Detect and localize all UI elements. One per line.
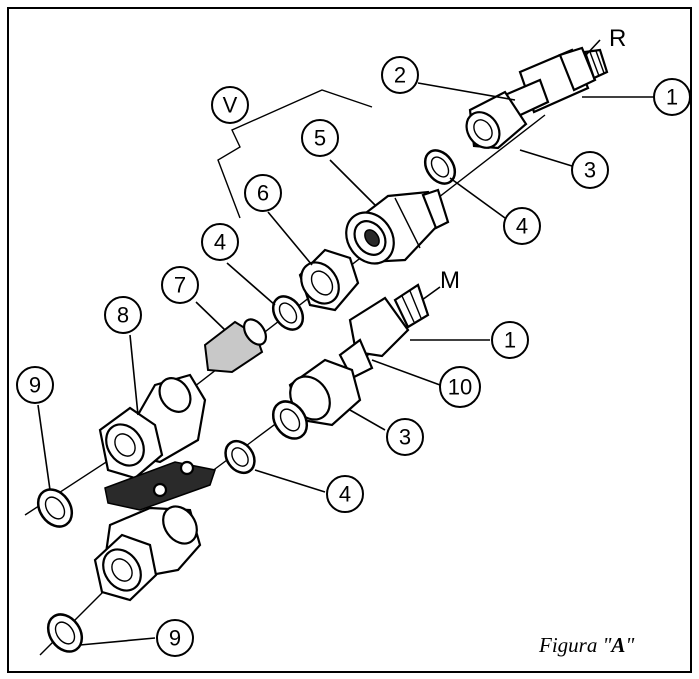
callout-5: 5 [301, 119, 339, 157]
label-v-text: V [223, 93, 238, 118]
upper-washer-4 [423, 149, 457, 185]
upper-nut [465, 90, 528, 150]
callout-10-text: 10 [448, 375, 472, 400]
label-r: R [609, 25, 626, 52]
lower-tee-fitting [93, 505, 202, 602]
callout-4-top: 4 [503, 207, 541, 245]
callout-8-text: 8 [117, 303, 129, 328]
callout-4-low: 4 [326, 475, 364, 513]
callout-9-top: 9 [16, 366, 54, 404]
figure-frame [7, 7, 692, 673]
valve-body-5 [345, 188, 450, 265]
lower-fitting-m [338, 283, 430, 380]
lower-washer-ring [271, 400, 309, 440]
v-group-bracket [217, 89, 373, 219]
tee-fitting-8 [98, 373, 207, 480]
figure-caption: Figura "A" [538, 633, 634, 657]
washer-9-upper [36, 488, 74, 528]
callout-1-top: 1 [653, 78, 691, 116]
callout-1-top-text: 1 [666, 85, 678, 110]
label-m: M [440, 267, 460, 294]
callout-10: 10 [439, 366, 481, 408]
leader-lines [37, 39, 654, 646]
caption-letter: A [609, 633, 625, 657]
callout-4-mid-text: 4 [214, 230, 226, 255]
callout-7: 7 [161, 266, 199, 304]
filter-7 [203, 318, 268, 374]
middle-washer-4 [271, 295, 305, 331]
caption-quote-close: " [625, 633, 634, 657]
callout-2-text: 2 [394, 63, 406, 88]
callout-4-low-text: 4 [339, 482, 351, 507]
callout-1-mid-text: 1 [504, 328, 516, 353]
caption-quote-open: " [603, 633, 612, 657]
middle-nut-6 [298, 248, 360, 312]
mounting-plate [104, 460, 216, 511]
callout-1-mid: 1 [491, 321, 529, 359]
callout-v: V [211, 86, 249, 124]
lower-washer-4 [224, 439, 256, 475]
callout-7-text: 7 [174, 273, 186, 298]
callout-8: 8 [104, 296, 142, 334]
callout-9-low-text: 9 [169, 626, 181, 651]
callout-4-top-text: 4 [516, 214, 528, 239]
callout-6: 6 [244, 174, 282, 212]
callout-9-top-text: 9 [29, 373, 41, 398]
callout-3-mid: 3 [386, 418, 424, 456]
callout-3-mid-text: 3 [399, 425, 411, 450]
upper-fitting-r [503, 46, 609, 120]
callout-5-text: 5 [314, 126, 326, 151]
callout-3-top: 3 [571, 151, 609, 189]
callout-9-low: 9 [156, 619, 194, 657]
callout-3-top-text: 3 [584, 158, 596, 183]
callout-4-mid: 4 [201, 223, 239, 261]
washer-9-lower [46, 613, 84, 653]
caption-prefix: Figura [538, 633, 603, 657]
callout-2: 2 [381, 56, 419, 94]
callout-6-text: 6 [257, 181, 269, 206]
